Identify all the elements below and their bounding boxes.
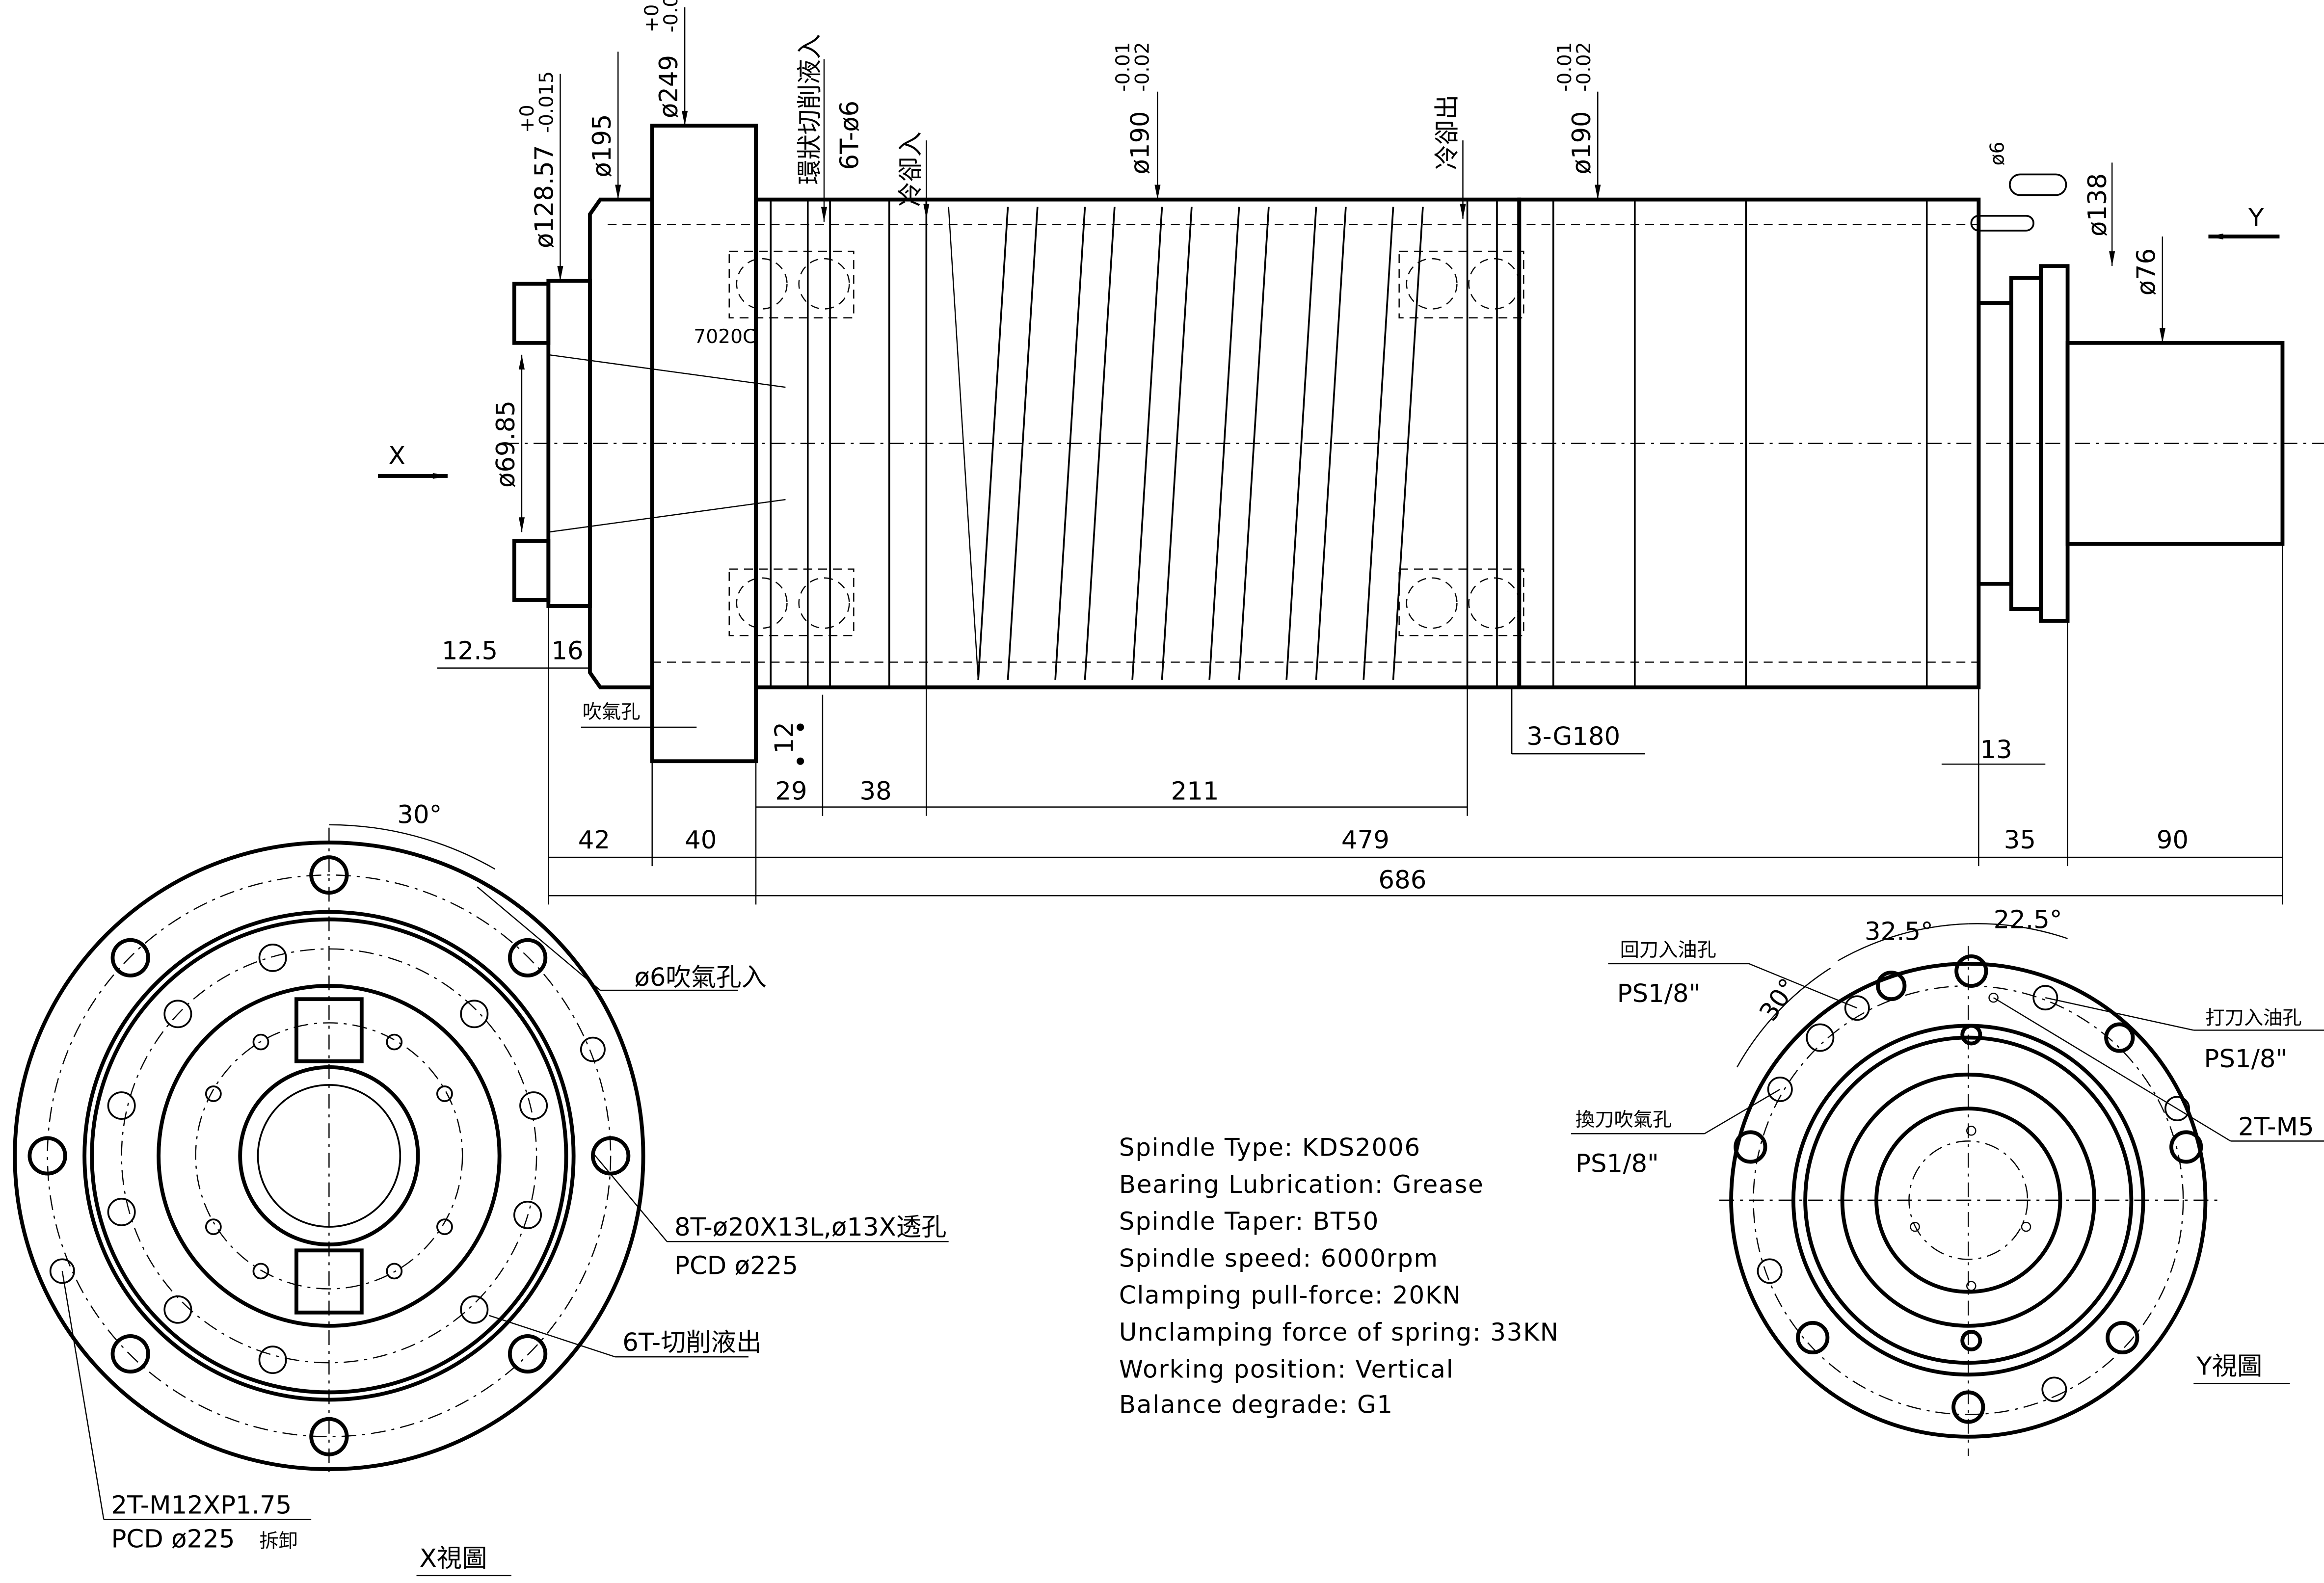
- dia-69-label: ø69.85: [491, 400, 521, 488]
- change-air-ps: PS1/8": [1576, 1149, 1659, 1179]
- dim-35: 35: [2004, 825, 2036, 855]
- change-air-label: 換刀吹氣孔: [1576, 1109, 1672, 1131]
- angle-32-label: 32.5°: [1865, 917, 1933, 947]
- dia-249-label: ø249: [654, 55, 684, 118]
- dia-76-label: ø76: [2132, 248, 2162, 295]
- dim-13: 13: [1980, 735, 2012, 765]
- dia-128-label: ø128.57: [530, 145, 559, 248]
- dia-249-tol-lower: -0.02: [660, 0, 682, 32]
- dim-29: 29: [775, 777, 807, 806]
- return-oil-label: 回刀入油孔: [1620, 939, 1716, 961]
- dim-479: 479: [1341, 825, 1389, 855]
- x-direction-label: X: [388, 441, 405, 471]
- spec-clamping: Clamping pull-force: 20KN: [1119, 1281, 1462, 1310]
- coolant-out-label: 6T-切削液出: [622, 1328, 761, 1357]
- holes-label: 8T-ø20X13L,ø13X透孔: [674, 1213, 946, 1242]
- dia-138-label: ø138: [2083, 173, 2112, 237]
- return-oil-ps: PS1/8": [1617, 979, 1701, 1008]
- pcd2-label: PCD ø225: [111, 1525, 235, 1554]
- dim-686: 686: [1378, 865, 1426, 895]
- y-direction-label: Y: [2248, 203, 2264, 233]
- dia-195-label: ø195: [588, 114, 617, 177]
- remove-label: 拆卸: [259, 1530, 297, 1553]
- dia-128-tol-lower: -0.015: [535, 71, 558, 133]
- dim-12: 12: [770, 722, 800, 754]
- dia-249-tol-upper: +0: [641, 4, 663, 33]
- cooling-out-label: 冷卻出: [1432, 95, 1462, 170]
- air-in-label: ø6吹氣孔入: [634, 963, 766, 992]
- spec-taper: Spindle Taper: BT50: [1119, 1207, 1379, 1236]
- angle-22-label: 22.5°: [1994, 905, 2062, 935]
- x-view-title: X視圖: [420, 1544, 487, 1573]
- angle-30-label: 30°: [1754, 973, 1803, 1027]
- nose-key-bottom: [512, 539, 551, 602]
- thread-label: 2T-M12XP1.75: [111, 1490, 292, 1520]
- cooling-grooves: [770, 199, 1498, 687]
- x-view-angle: 30°: [397, 800, 442, 830]
- dia-190-b-tol-upper: -0.01: [1554, 42, 1576, 91]
- spec-list: Spindle Type: KDS2006 Bearing Lubricatio…: [1119, 1134, 1559, 1419]
- dim-16: 16: [551, 636, 583, 665]
- air-hole-label: 吹氣孔: [583, 701, 641, 723]
- dia-6-label: ø6: [1987, 141, 2009, 165]
- strike-oil-label: 打刀入油孔: [2205, 1007, 2301, 1029]
- strike-oil-ps: PS1/8": [2204, 1044, 2287, 1074]
- bearings: [728, 250, 1524, 636]
- spec-balance: Balance degrade: G1: [1119, 1391, 1393, 1419]
- coolant-ring-in-label: 環狀切削液入: [795, 34, 825, 185]
- m5-label: 2T-M5: [2238, 1112, 2314, 1141]
- side-view: X Y 7020C ø128.57 +0 -0.015 ø195 ø249 +0…: [378, 0, 2324, 905]
- dia-190-a-tol-lower: -0.02: [1131, 42, 1153, 91]
- nose-key-top: [512, 282, 551, 345]
- x-view: 30° ø6吹氣孔入 8T-ø20X13L,ø13X透孔 PCD ø225 6T…: [13, 800, 949, 1577]
- dia-190-a-tol-upper: -0.01: [1112, 42, 1134, 91]
- bearing-label: 7020C: [694, 326, 756, 348]
- coolant-holes-label: 6T-ø6: [835, 101, 864, 170]
- groove-label-text: 3-G180: [1526, 722, 1620, 751]
- dim-38: 38: [859, 777, 891, 806]
- dim-12-5: 12.5: [442, 636, 498, 665]
- spec-position: Working position: Vertical: [1119, 1355, 1454, 1383]
- dim-211: 211: [1171, 777, 1219, 806]
- dia-190-b-label: ø190: [1567, 111, 1597, 174]
- dia-190-a-label: ø190: [1125, 111, 1155, 174]
- y-view-holes: [1734, 954, 2203, 1424]
- spec-speed: Spindle speed: 6000rpm: [1119, 1244, 1439, 1272]
- cooling-in-label: 冷卻入: [896, 132, 925, 207]
- drawbar-shaft: [2065, 341, 2285, 546]
- pcd-label: PCD ø225: [674, 1251, 798, 1281]
- dim-42: 42: [578, 825, 610, 855]
- top-diameter-labels: ø128.57 +0 -0.015 ø195 ø249 +0 -0.02 環狀切…: [491, 0, 2165, 532]
- dia-190-b-tol-lower: -0.02: [1573, 42, 1595, 91]
- spec-lubrication: Bearing Lubrication: Grease: [1119, 1170, 1484, 1199]
- y-view: 32.5° 22.5° 30° 回刀入油孔 PS1/8" 打刀入油孔 PS1/8…: [1571, 905, 2324, 1456]
- y-view-title: Y視圖: [2196, 1351, 2262, 1381]
- length-dimensions: 12.5 16 吹氣孔 12 3-G180 13 29 38 211 42 40…: [437, 544, 2283, 905]
- dim-40: 40: [685, 825, 717, 855]
- spec-unclamping: Unclamping force of spring: 33KN: [1119, 1318, 1559, 1346]
- dim-90: 90: [2157, 825, 2189, 855]
- dia-128-tol-upper: +0: [516, 105, 538, 133]
- spec-type: Spindle Type: KDS2006: [1119, 1134, 1421, 1162]
